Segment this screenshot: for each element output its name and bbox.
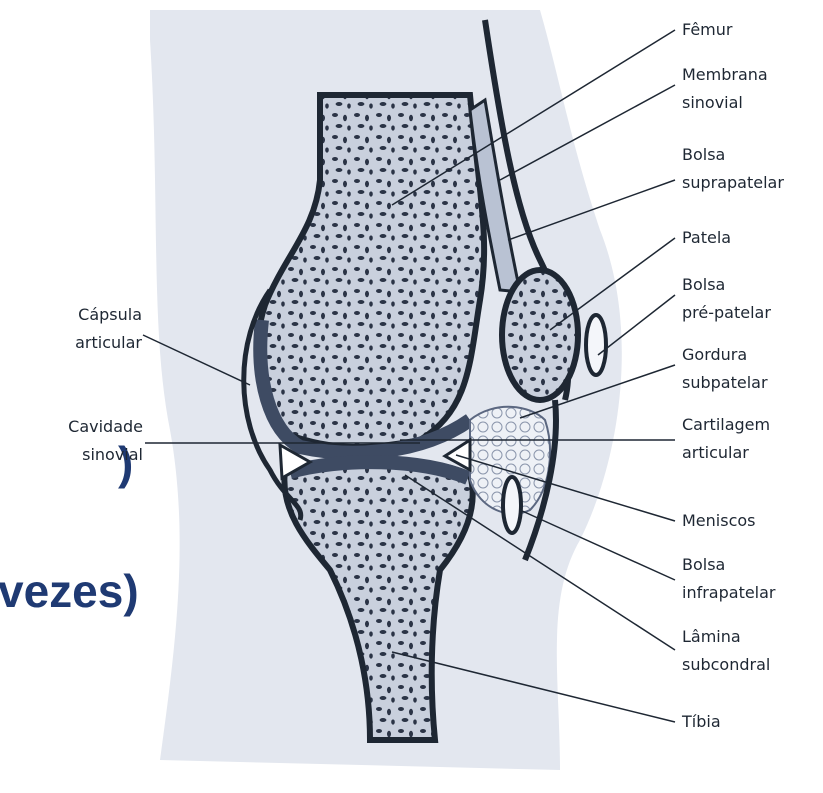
label-gordura-1: Gordura: [682, 345, 747, 364]
label-tibia: Tíbia: [681, 712, 721, 731]
label-membrana-2: sinovial: [682, 93, 743, 112]
label-gordura-2: subpatelar: [682, 373, 768, 392]
infrapatellar-bursa: [503, 477, 521, 533]
label-femur: Fêmur: [682, 20, 733, 39]
label-cavidade-2: sinovial: [82, 445, 143, 464]
label-bolsa-infra-2: infrapatelar: [682, 583, 776, 602]
label-bolsa-pre-1: Bolsa: [682, 275, 725, 294]
label-cartilagem-1: Cartilagem: [682, 415, 770, 434]
label-meniscos: Meniscos: [682, 511, 756, 530]
label-bolsa-pre-2: pré-patelar: [682, 303, 771, 322]
label-membrana-1: Membrana: [682, 65, 768, 84]
patella-bone: [502, 270, 578, 400]
label-bolsa-infra-1: Bolsa: [682, 555, 725, 574]
label-cavidade-1: Cavidade: [68, 417, 143, 436]
label-bolsa-supra-1: Bolsa: [682, 145, 725, 164]
label-capsula-1: Cápsula: [78, 305, 142, 324]
label-capsula-2: articular: [75, 333, 142, 352]
label-lamina-1: Lâmina: [682, 627, 741, 646]
label-bolsa-supra-2: suprapatelar: [682, 173, 784, 192]
label-patela: Patela: [682, 228, 731, 247]
prepatellar-bursa: [586, 315, 606, 375]
label-cartilagem-2: articular: [682, 443, 749, 462]
label-lamina-2: subcondral: [682, 655, 770, 674]
